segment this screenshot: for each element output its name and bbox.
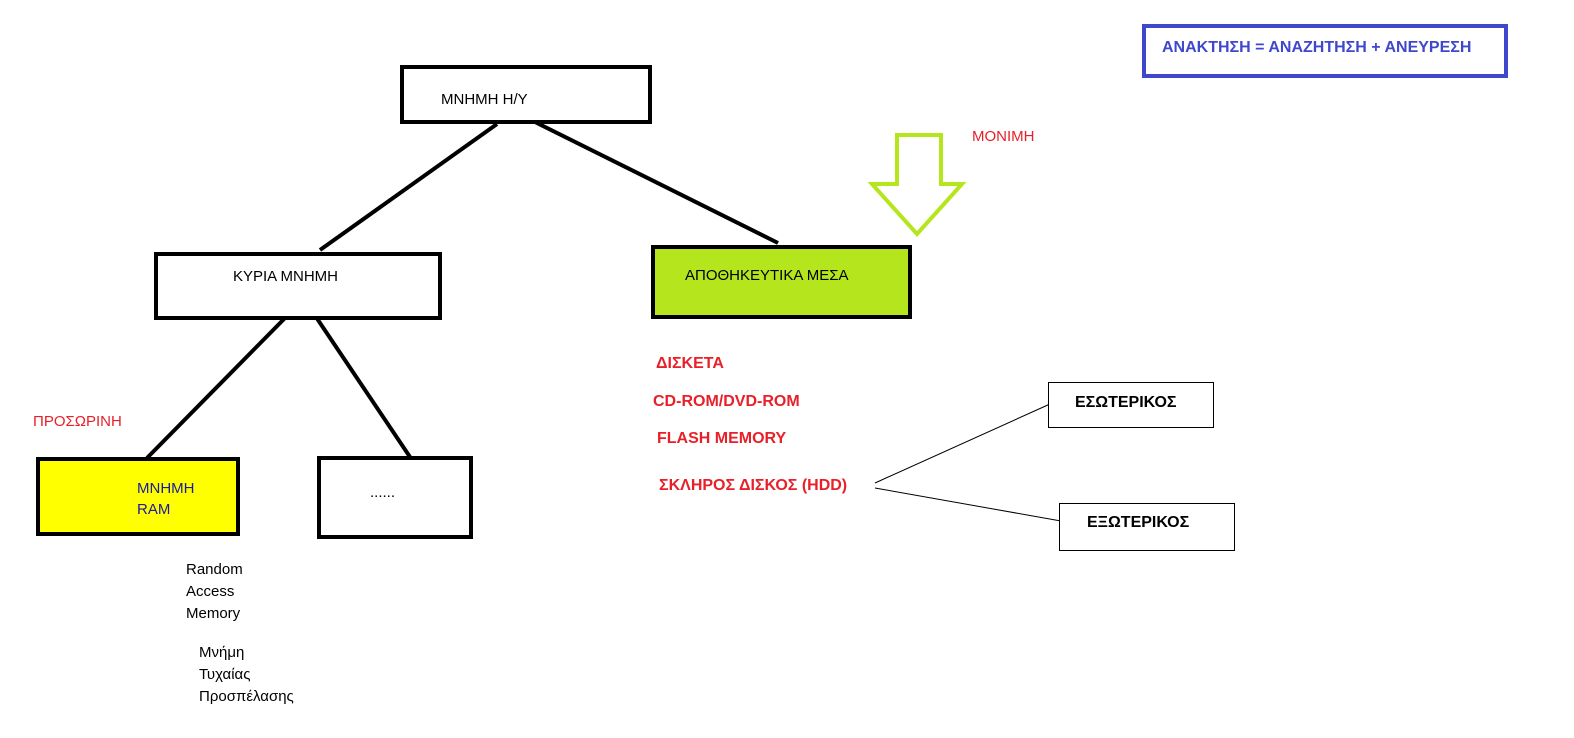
- node-ram: ΜΝΗΜΗ RAM: [36, 457, 240, 536]
- edge-root-storage: [534, 120, 779, 245]
- ram-english-line: Access: [186, 583, 235, 600]
- node-main-memory-label: ΚΥΡΙΑ ΜΝΗΜΗ: [233, 268, 339, 285]
- temporary-label: ΠΡΟΣΩΡΙΝΗ: [33, 413, 122, 430]
- permanent-label: ΜΟΝΙΜΗ: [972, 128, 1035, 145]
- down-arrow-icon: [867, 133, 967, 237]
- node-storage-media-label: ΑΠΟΘΗΚΕΥΤΙΚΑ ΜΕΣΑ: [685, 267, 849, 284]
- node-hdd-external-label: ΕΞΩΤΕΡΙΚΟΣ: [1087, 514, 1190, 531]
- ram-greek-line: Προσπέλασης: [199, 688, 294, 705]
- node-ram-line2: RAM: [137, 501, 171, 518]
- node-hdd-internal-label: ΕΣΩΤΕΡΙΚΟΣ: [1075, 394, 1177, 411]
- edge-main-ram: [145, 315, 288, 460]
- node-hdd-internal: ΕΣΩΤΕΡΙΚΟΣ: [1048, 382, 1214, 428]
- node-computer-memory: ΜΝΗΜΗ Η/Υ: [400, 65, 652, 124]
- storage-item-cd-dvd: CD-ROM/DVD-ROM: [653, 393, 800, 410]
- ram-greek-line: Μνήμη: [199, 644, 245, 661]
- edge-main-other: [314, 315, 412, 459]
- node-computer-memory-label: ΜΝΗΜΗ Η/Υ: [441, 91, 528, 108]
- ram-english-line: Memory: [186, 605, 241, 622]
- edge-hdd-external: [874, 487, 1062, 522]
- edge-root-main: [318, 122, 499, 252]
- node-main-memory: ΚΥΡΙΑ ΜΝΗΜΗ: [154, 252, 442, 320]
- storage-item-hdd: ΣΚΛΗΡΟΣ ΔΙΣΚΟΣ (HDD): [659, 477, 848, 494]
- ram-english-expansion: Random Access Memory: [186, 559, 243, 625]
- edge-hdd-internal: [874, 403, 1051, 484]
- ram-greek-expansion: Μνήμη Τυχαίας Προσπέλασης: [199, 642, 294, 708]
- node-hdd-external: ΕΞΩΤΕΡΙΚΟΣ: [1059, 503, 1235, 551]
- ram-greek-line: Τυχαίας: [199, 666, 251, 683]
- ram-english-line: Random: [186, 561, 243, 578]
- node-other-label: ......: [370, 484, 396, 501]
- storage-item-floppy: ΔΙΣΚΕΤΑ: [656, 355, 724, 372]
- node-ram-line1: ΜΝΗΜΗ: [137, 480, 195, 497]
- definition-note: ΑΝΑΚΤΗΣΗ = ΑΝΑΖΗΤΗΣΗ + ΑΝΕΥΡΕΣΗ: [1142, 24, 1508, 78]
- node-other: ......: [317, 456, 473, 539]
- node-storage-media: ΑΠΟΘΗΚΕΥΤΙΚΑ ΜΕΣΑ: [651, 245, 912, 319]
- definition-note-text: ΑΝΑΚΤΗΣΗ = ΑΝΑΖΗΤΗΣΗ + ΑΝΕΥΡΕΣΗ: [1162, 39, 1472, 56]
- storage-item-flash: FLASH MEMORY: [657, 430, 787, 447]
